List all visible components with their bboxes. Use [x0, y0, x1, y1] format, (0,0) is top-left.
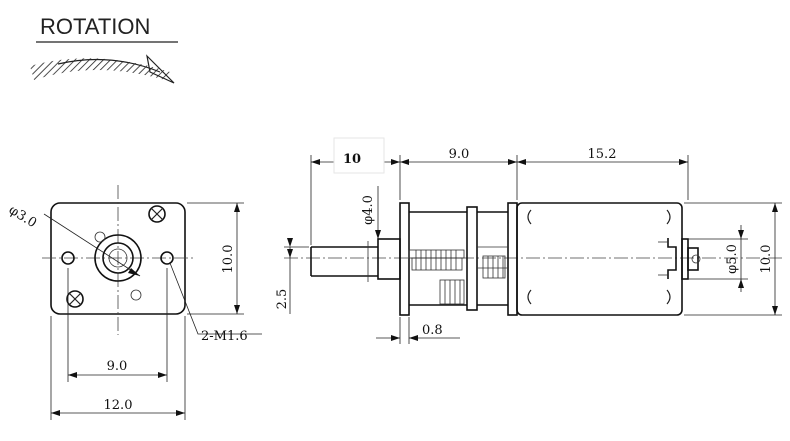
front-pin-bottom: [130, 289, 142, 301]
dia-bearing-label: φ4.0: [361, 195, 376, 225]
holes-label: 2-M1.6: [201, 329, 248, 344]
holes-leader: [169, 262, 262, 335]
front-shaft: [108, 248, 128, 268]
motor-len-label: 15.2: [588, 147, 617, 162]
front-width-label: 12.0: [104, 398, 133, 413]
front-plate: [399, 202, 410, 316]
front-boss-inner: [102, 242, 134, 274]
motor-vent-tl: [527, 209, 532, 225]
bearing-boss: [377, 238, 401, 280]
rotation-arrowhead-icon: [146, 54, 175, 84]
rotation-indicator: ROTATION: [30, 14, 178, 84]
screw-top-right-icon: [148, 205, 166, 223]
front-boss-outer: [94, 234, 142, 282]
screw-bottom-left-icon: [66, 290, 84, 308]
front-height-label: 10.0: [221, 245, 236, 274]
motor-terminal-icon: [658, 238, 701, 279]
offset-label: 2.5: [275, 289, 290, 310]
gearbox-len-label: 9.0: [449, 147, 470, 162]
side-height-label: 10.0: [759, 245, 774, 274]
mount-hole-left: [61, 251, 75, 265]
rear-boss: [681, 238, 689, 280]
shaft-len-label: 10: [343, 152, 361, 167]
motor-vent-br: [666, 289, 671, 305]
plate-thk-label: 0.8: [422, 323, 443, 338]
hole-spacing-label: 9.0: [107, 359, 128, 374]
dia-boss-label: φ5.0: [725, 244, 740, 274]
motor-vent-bl: [527, 289, 532, 305]
rear-plate: [507, 202, 518, 316]
dia-shaft-leader: [43, 213, 141, 277]
gears-icon: [408, 246, 508, 305]
front-pin-top: [94, 231, 106, 243]
dia-shaft-arrow-icon: [128, 268, 140, 276]
side-view: 10 9.0 15.2 φ4.0 2.5 0.8 φ5.0: [275, 137, 782, 344]
motor-can: [516, 202, 683, 316]
motor-vent-tr: [666, 209, 671, 225]
shaft-len-label-box: [333, 137, 385, 174]
mount-hole-right: [160, 251, 174, 265]
rotation-title: ROTATION: [40, 14, 150, 39]
dia-shaft-label: φ3.0: [6, 203, 39, 232]
front-view: φ3.0 10.0 2-M1.6 9.0 12.0: [6, 185, 262, 420]
mid-plate: [466, 206, 478, 311]
